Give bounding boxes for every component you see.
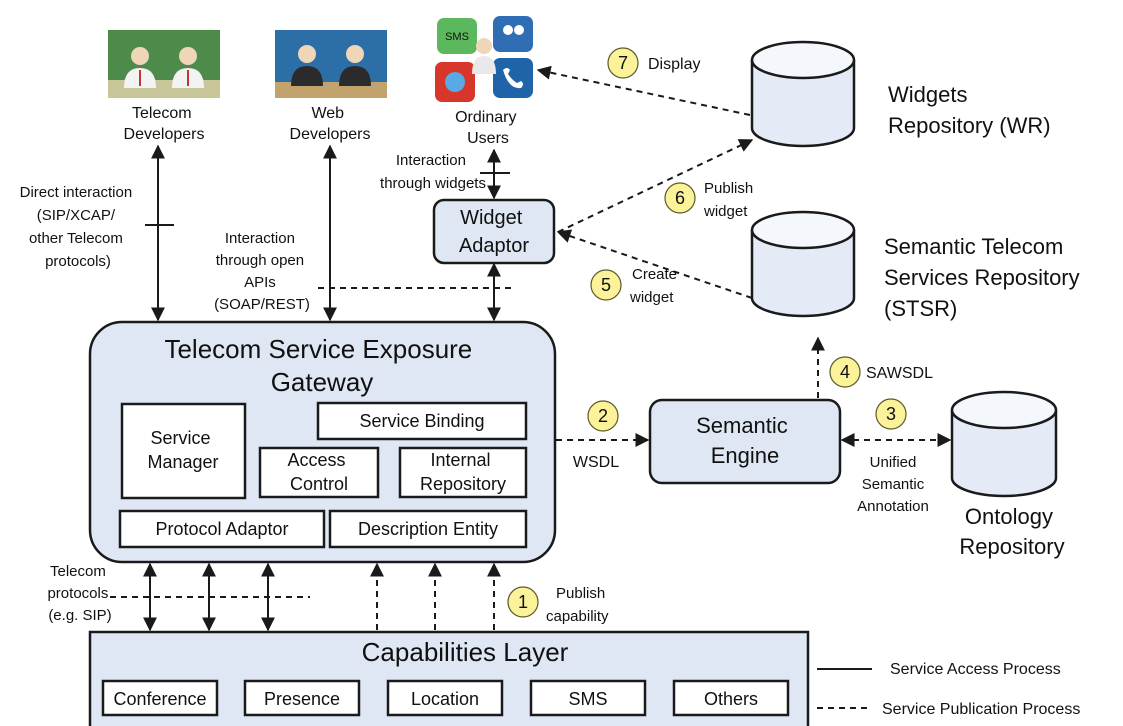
telecom-developers-label: Telecom Developers: [124, 105, 205, 143]
access-control-label: Access Control: [287, 450, 350, 494]
widgets-repository-label: Widgets Repository (WR): [888, 82, 1051, 138]
capability-conference-label: Conference: [113, 689, 206, 709]
stsr-label: Semantic Telecom Services Repository (ST…: [884, 234, 1086, 321]
access-control-box: [258, 446, 380, 499]
protocol-adaptor-label: Protocol Adaptor: [155, 519, 288, 539]
service-manager-box: [120, 402, 247, 500]
description-entity-box: [328, 509, 528, 549]
internal-repository-label: Internal Repository: [420, 450, 506, 494]
create-widget-arrow: [556, 229, 753, 299]
internal-repository-box: [398, 446, 528, 499]
capability-location-label: Location: [411, 689, 479, 709]
service-manager-label: Service Manager: [147, 428, 218, 472]
web-developers-label: Web Developers: [290, 105, 371, 143]
step-7: 7 Display: [607, 47, 700, 79]
svg-text:1: 1: [518, 592, 528, 612]
capabilities-layer-title: Capabilities Layer: [362, 637, 569, 667]
svg-text:SAWSDL: SAWSDL: [866, 365, 933, 382]
svg-text:7: 7: [618, 53, 628, 73]
gateway-title: Telecom Service Exposure Gateway: [164, 334, 479, 397]
web-developers-icon: [275, 30, 387, 98]
capability-others-label: Others: [704, 689, 758, 709]
capability-conference: [101, 679, 219, 717]
step-4: 4 SAWSDL: [829, 356, 933, 388]
capability-sms: [529, 679, 647, 717]
service-binding-label: Service Binding: [359, 411, 484, 431]
svg-text:Display: Display: [648, 56, 700, 73]
open-apis-label: Interaction through open APIs (SOAP/REST…: [214, 230, 310, 313]
legend: Service Access Process Service Publicati…: [817, 661, 1080, 718]
capability-location: [386, 679, 504, 717]
capability-presence: [243, 679, 361, 717]
capability-others: [672, 679, 790, 717]
publish-widget-arrow: [557, 139, 754, 233]
service-binding-box: [316, 401, 528, 441]
display-arrow: [536, 65, 751, 116]
semantic-engine-label: Semantic Engine: [696, 413, 794, 468]
telecom-developers-icon: [108, 30, 220, 98]
capability-presence-label: Presence: [264, 689, 340, 709]
widgets-repository-cylinder: [750, 40, 856, 148]
legend-dashed-label: Service Publication Process: [882, 701, 1080, 718]
stsr-cylinder: [750, 210, 856, 318]
svg-text:3: 3: [886, 404, 896, 424]
svg-text:5: 5: [601, 275, 611, 295]
ontology-repository-label: Ontology Repository: [959, 504, 1064, 559]
widget-adaptor-box: [432, 198, 556, 265]
ordinary-users-label: Ordinary Users: [455, 109, 521, 147]
gateway-box: [88, 320, 557, 564]
semantic-engine-box: [648, 398, 842, 485]
step-2: 2 WSDL: [573, 400, 619, 471]
ordinary-users-icon: SMS: [435, 16, 533, 102]
protocol-adaptor-box: [118, 509, 326, 549]
telecom-protocols-label: Telecom protocols (e.g. SIP): [47, 563, 112, 624]
svg-text:2: 2: [598, 406, 608, 426]
direct-interaction-label: Direct interaction (SIP/XCAP/ other Tele…: [20, 184, 137, 270]
widgets-interaction-label: Interaction through widgets: [380, 152, 486, 192]
svg-text:WSDL: WSDL: [573, 454, 619, 471]
widget-adaptor-label: Widget Adaptor: [459, 207, 529, 257]
svg-text:6: 6: [675, 188, 685, 208]
description-entity-label: Description Entity: [358, 519, 498, 539]
svg-text:4: 4: [840, 362, 850, 382]
capability-sms-label: SMS: [568, 689, 607, 709]
ontology-repository-cylinder: [950, 390, 1058, 498]
legend-solid-label: Service Access Process: [890, 661, 1061, 678]
svg-text:SMS: SMS: [445, 31, 469, 43]
